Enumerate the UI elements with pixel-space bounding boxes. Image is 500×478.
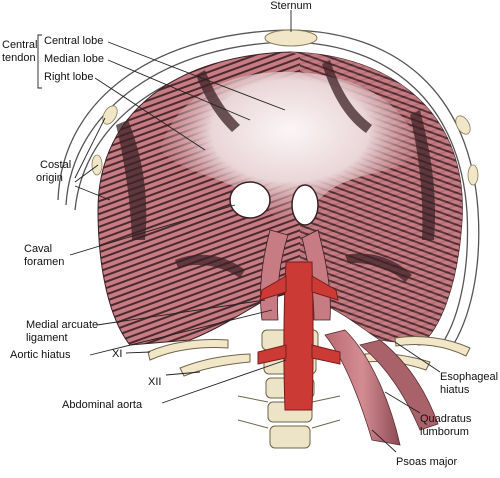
label-quadratus-lumborum: Quadratus lumborum xyxy=(420,413,474,438)
label-central-tendon: Central tendon xyxy=(2,39,41,64)
quadratus-lumborum-muscle xyxy=(359,339,439,431)
label-rib-xii: XII xyxy=(148,376,161,388)
label-abdominal-aorta: Abdominal aorta xyxy=(62,399,143,411)
label-median-lobe: Median lobe xyxy=(44,53,104,65)
sternum-bone xyxy=(264,29,318,47)
label-psoas-major: Psoas major xyxy=(396,456,457,468)
label-sternum: Sternum xyxy=(270,0,312,12)
muscle-bands xyxy=(116,60,436,282)
label-right-lobe: Right lobe xyxy=(44,71,94,83)
psoas-major-muscle xyxy=(324,329,401,446)
label-medial-arcuate-ligament: Medial arcuate ligament xyxy=(26,319,101,344)
esophageal-opening xyxy=(291,184,319,226)
costal-cartilages xyxy=(91,105,479,186)
label-aortic-hiatus: Aortic hiatus xyxy=(10,349,71,361)
label-esophageal-hiatus: Esophageal hiatus xyxy=(440,371,500,396)
abdominal-aorta xyxy=(257,261,341,411)
label-caval-foramen: Caval foramen xyxy=(24,243,64,268)
label-central-lobe: Central lobe xyxy=(44,35,103,47)
label-costal-origin: Costal origin xyxy=(36,159,74,184)
figure-labels: Sternum Central tendon Central lobe Medi… xyxy=(2,0,500,468)
leader-lines xyxy=(37,10,441,453)
label-rib-xi: XI xyxy=(112,348,122,360)
caval-foramen-opening xyxy=(229,181,271,219)
